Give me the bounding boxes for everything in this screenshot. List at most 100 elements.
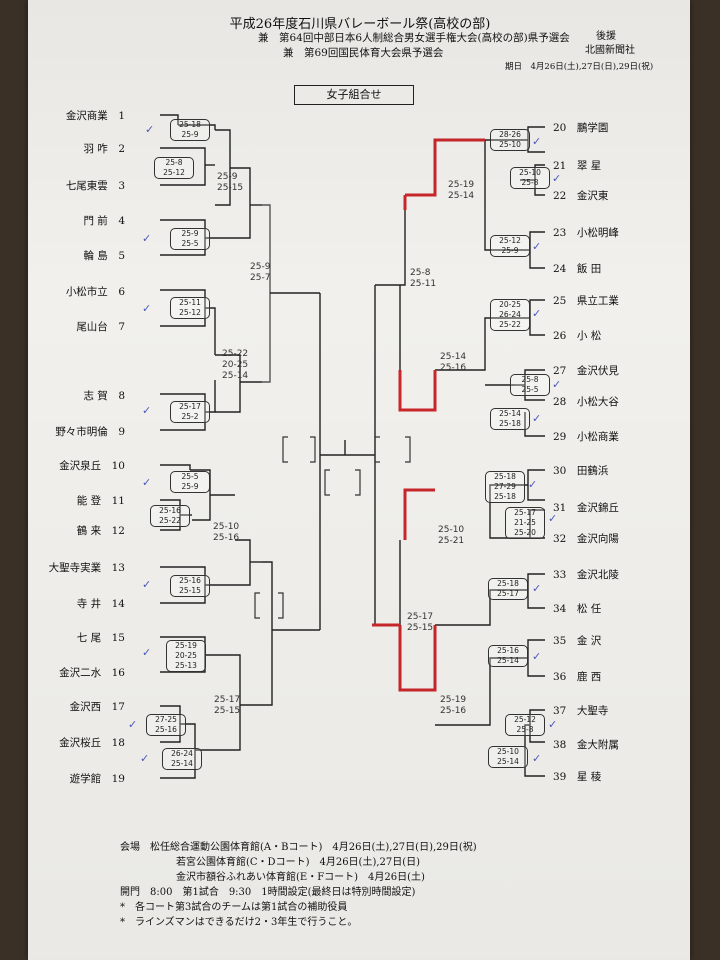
- right-bracket: [344, 126, 545, 777]
- team-33: 33 金沢北陵: [553, 569, 619, 581]
- check-mark-icon: ✓: [548, 512, 558, 525]
- event-dates: 期日 4月26日(土),27日(日),29日(祝): [505, 62, 654, 72]
- check-mark-icon: ✓: [142, 646, 152, 659]
- team-10: 金沢泉丘 10: [59, 460, 125, 472]
- team-11: 能 登 11: [76, 495, 125, 507]
- team-15: 七 尾 15: [76, 632, 125, 644]
- check-mark-icon: ✓: [142, 232, 152, 245]
- team-31: 31 金沢錦丘: [553, 502, 619, 514]
- paper-sheet: [28, 0, 690, 960]
- team-37: 37 大聖寺: [553, 705, 609, 717]
- check-mark-icon: ✓: [145, 123, 155, 136]
- team-17: 金沢西 17: [69, 701, 125, 713]
- team-28: 28 小松大谷: [553, 396, 619, 408]
- team-19: 遊学館 19: [69, 773, 125, 785]
- footer-note-2: * ラインズマンはできるだけ2・3年生で行うこと。: [120, 917, 358, 928]
- team-21: 21 翠 星: [553, 160, 602, 172]
- footer-venue-2: 若宮公園体育館(C・Dコート) 4月26日(土),27日(日): [176, 857, 421, 868]
- team-20: 20 鵬学園: [553, 122, 609, 134]
- team-29: 29 小松商業: [553, 431, 619, 443]
- left-bracket: [160, 114, 345, 779]
- check-mark-icon: ✓: [552, 378, 562, 391]
- footer-note-1: * 各コート第3試合のチームは第1試合の補助役員: [120, 902, 348, 913]
- subtitle-national: 兼 第64回中部日本6人制総合男女選手権大会(高校の部)県予選会: [258, 32, 570, 44]
- team-9: 野々市明倫 9: [55, 426, 125, 438]
- winner-path-lines: [372, 138, 485, 692]
- team-35: 35 金 沢: [553, 635, 602, 647]
- team-1: 金沢商業 1: [65, 110, 125, 122]
- page-title: 平成26年度石川県バレーボール祭(高校の部): [229, 17, 491, 32]
- team-36: 36 鹿 西: [553, 671, 602, 683]
- team-7: 尾山台 7: [76, 321, 125, 333]
- check-mark-icon: ✓: [532, 752, 542, 765]
- subtitle-kokutai: 兼 第69回国民体育大会県予選会: [283, 47, 444, 59]
- check-mark-icon: ✓: [552, 172, 562, 185]
- section-title: 女子組合せ: [294, 85, 414, 105]
- check-mark-icon: ✓: [532, 650, 542, 663]
- support-label: 後援: [596, 31, 616, 42]
- team-3: 七尾東雲 3: [65, 180, 125, 192]
- team-6: 小松市立 6: [65, 286, 125, 298]
- team-8: 志 賀 8: [83, 390, 125, 402]
- check-mark-icon: ✓: [528, 478, 538, 491]
- team-25: 25 県立工業: [553, 295, 619, 307]
- check-mark-icon: ✓: [142, 476, 152, 489]
- team-12: 鶴 来 12: [76, 525, 125, 537]
- footer-venue-3: 金沢市額谷ふれあい体育館(E・Fコート) 4月26日(土): [176, 872, 425, 883]
- team-4: 門 前 4: [83, 215, 125, 227]
- team-24: 24 飯 田: [553, 263, 602, 275]
- team-22: 22 金沢東: [553, 190, 609, 202]
- empty-bracket-slots: [254, 436, 411, 619]
- team-2: 羽 咋 2: [83, 143, 125, 155]
- footer-schedule: 開門 8:00 第1試合 9:30 1時間設定(最終日は特別時間設定): [120, 887, 416, 898]
- check-mark-icon: ✓: [532, 135, 542, 148]
- check-mark-icon: ✓: [128, 718, 138, 731]
- team-27: 27 金沢伏見: [553, 365, 619, 377]
- check-mark-icon: ✓: [140, 752, 150, 765]
- team-14: 寺 井 14: [76, 598, 125, 610]
- team-26: 26 小 松: [553, 330, 602, 342]
- check-mark-icon: ✓: [142, 404, 152, 417]
- team-23: 23 小松明峰: [553, 227, 619, 239]
- check-mark-icon: ✓: [532, 412, 542, 425]
- check-mark-icon: ✓: [532, 582, 542, 595]
- footer-venue-1: 会場 松任総合運動公園体育館(A・Bコート) 4月26日(土),27日(日),2…: [120, 842, 477, 853]
- check-mark-icon: ✓: [548, 718, 558, 731]
- team-13: 大聖寺実業 13: [48, 562, 125, 574]
- team-5: 輪 島 5: [83, 250, 125, 262]
- team-16: 金沢二水 16: [59, 667, 125, 679]
- support-org: 北國新聞社: [585, 45, 635, 56]
- team-39: 39 星 稜: [553, 771, 602, 783]
